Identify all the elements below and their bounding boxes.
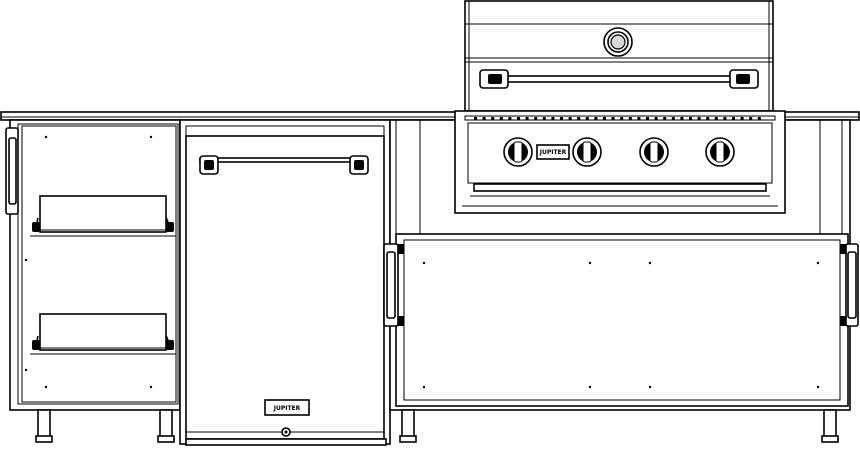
refrigerator-lock[interactable] — [281, 427, 291, 437]
refrigerator: JUPITER — [179, 119, 391, 446]
vent-slot — [620, 117, 624, 120]
vent-slots — [474, 117, 761, 120]
grill-cabinet-right-handle[interactable] — [840, 243, 859, 327]
refrigerator-brand-text: JUPITER — [273, 405, 301, 412]
vent-slot — [542, 117, 546, 120]
vent-slot — [663, 117, 667, 120]
grill-brand-text: JUPITER — [539, 149, 567, 156]
vent-slot — [482, 117, 486, 120]
vent-slot — [577, 117, 581, 120]
grill-hood-handle[interactable] — [479, 69, 759, 89]
vent-slot — [671, 117, 675, 120]
vent-slot — [585, 117, 589, 120]
refrigerator-brand-badge: JUPITER — [264, 399, 310, 416]
grill-knob-4[interactable] — [705, 137, 735, 167]
cabinet-rivets — [24, 135, 153, 389]
vent-slot — [732, 117, 735, 120]
grill-cabinet-rivets — [422, 261, 820, 389]
vent-slot — [749, 117, 753, 120]
vent-slot — [637, 117, 641, 120]
vent-slot — [474, 117, 477, 120]
vent-slot — [654, 117, 658, 120]
grill-control-panel — [454, 110, 786, 214]
vent-slot — [603, 117, 606, 120]
vent-slot — [680, 117, 684, 120]
vent-slot — [757, 117, 761, 120]
vent-slot — [525, 117, 529, 120]
cabinet-legs — [35, 409, 175, 443]
vent-slot — [611, 117, 615, 120]
vent-slot — [594, 117, 598, 120]
built-in-grill: JUPITER — [454, 0, 786, 214]
vent-slot — [740, 117, 744, 120]
vent-slot — [697, 117, 701, 120]
grill-brand-badge: JUPITER — [536, 144, 570, 160]
vent-slot — [560, 117, 563, 120]
vent-slot — [714, 117, 718, 120]
vent-slot — [508, 117, 512, 120]
left-storage-cabinet — [5, 119, 181, 443]
vent-slot — [723, 117, 727, 120]
vent-slot — [646, 117, 649, 120]
vent-slot — [491, 117, 495, 120]
thermometer-icon — [603, 27, 633, 57]
grill-knob-3[interactable] — [639, 137, 669, 167]
cabinet-upper-drawer[interactable] — [30, 195, 176, 237]
vent-slot — [689, 117, 692, 120]
cabinet-side-handle[interactable] — [5, 127, 19, 215]
cabinet-lower-drawer[interactable] — [30, 313, 176, 355]
vent-slot — [499, 117, 503, 120]
grill-cabinet-left-handle[interactable] — [383, 243, 404, 327]
grill-cabinet-legs — [399, 409, 839, 443]
vent-slot — [534, 117, 538, 120]
grill-knob-2[interactable] — [572, 137, 602, 167]
grill-knob-1[interactable] — [503, 137, 533, 167]
vent-slot — [551, 117, 555, 120]
refrigerator-handle[interactable] — [199, 155, 369, 175]
vent-slot — [628, 117, 632, 120]
vent-slot — [517, 117, 520, 120]
vent-slot — [568, 117, 572, 120]
vent-slot — [706, 117, 710, 120]
